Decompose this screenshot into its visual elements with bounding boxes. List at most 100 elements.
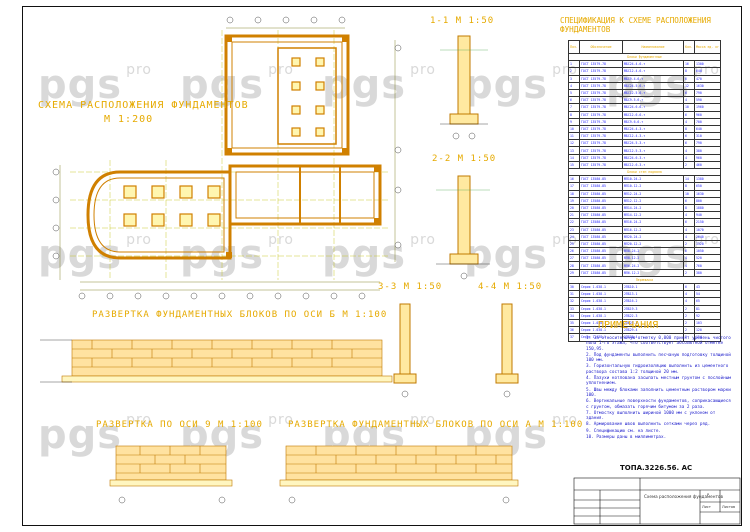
section-1-1-title: 1-1 М 1:50 — [430, 16, 495, 26]
spec-cell: 6 — [683, 247, 695, 256]
spec-cell: ГОСТ 13579-78 — [579, 88, 623, 98]
development-axis-a-title: РАЗВЕРТКА ФУНДАМЕНТНЫХ БЛОКОВ ПО ОСИ А М… — [288, 420, 584, 430]
spec-cell: 2 — [683, 160, 695, 170]
spec-cell: 22 — [568, 218, 580, 227]
development-axis-9 — [109, 445, 233, 504]
spec-cell: 1380 — [693, 175, 722, 184]
sheet-frame — [22, 6, 742, 526]
spec-cell: 29 — [568, 268, 580, 277]
spec-cell: 2 — [683, 304, 695, 313]
spec-cell: 28 — [568, 261, 580, 270]
spec-cell: 640 — [693, 67, 722, 76]
spec-cell: 310 — [693, 132, 722, 141]
development-axis-a — [279, 445, 519, 504]
spec-cell: ГОСТ 13579-78 — [579, 132, 623, 141]
note-item: 8. Армирование швов выполнить сетками че… — [586, 422, 711, 428]
spec-cell: 700 — [693, 117, 722, 126]
spec-group-label: Перемычки — [567, 275, 722, 285]
spec-cell: 18 — [568, 189, 580, 198]
spec-cell: 4 — [568, 81, 580, 90]
spec-cell: ГОСТ 13580-85 — [579, 232, 623, 241]
spec-cell: 7 — [568, 103, 580, 112]
spec-cell: 92 — [693, 311, 722, 320]
drawing-title: Схема расположения фундаментов — [644, 494, 723, 499]
spec-cell: 4 — [683, 146, 695, 155]
spec-cell: 25 — [568, 239, 580, 249]
spec-cell: 24 — [568, 232, 580, 241]
spec-cell: ФБС24.6.6-т — [622, 103, 684, 112]
spec-header: Поз. — [568, 40, 580, 54]
spec-cell: 800 — [693, 196, 722, 205]
spec-cell: ФБС24.4.3-т — [622, 124, 684, 134]
spec-cell: 1070 — [693, 225, 722, 234]
spec-cell: ГОСТ 13579-78 — [579, 110, 623, 119]
spec-cell: 19 — [568, 196, 580, 205]
spec-cell: 6 — [683, 74, 695, 83]
spec-cell: 2640 — [693, 232, 722, 241]
spec-group-row: Перемычки — [567, 275, 722, 285]
spec-group-label: Блоки фундаментные — [567, 52, 722, 62]
title-block — [573, 477, 741, 525]
spec-cell: 12 — [568, 139, 580, 148]
spec-cell: 13 — [568, 146, 580, 155]
spec-cell: 10 — [568, 124, 580, 134]
spec-cell: 17 — [568, 182, 580, 191]
spec-cell: ФБС12.6.6-т — [622, 110, 684, 119]
spec-cell: 16 — [568, 175, 580, 184]
spec-cell: ГОСТ 13580-85 — [579, 203, 623, 213]
spec-cell: 9 — [568, 117, 580, 126]
spec-cell: 940 — [693, 211, 722, 220]
spec-cell: ГОСТ 13579-78 — [579, 96, 623, 105]
spec-cell: 4 — [683, 153, 695, 162]
spec-cell: 790 — [693, 139, 722, 148]
section-4-4 — [495, 303, 519, 398]
spec-cell: 37 — [568, 333, 580, 342]
spec-cell: ГОСТ 13579-78 — [579, 139, 623, 148]
spec-cell: 120 — [693, 326, 722, 335]
spec-cell: ФБС9.4.6-т — [622, 74, 684, 83]
spec-cell: 34 — [568, 311, 580, 320]
spec-cell: 4 — [683, 96, 695, 105]
spec-cell: 23 — [568, 225, 580, 234]
spec-cell: 4 — [683, 297, 695, 306]
spec-cell: 4 — [683, 261, 695, 270]
sheet-label: Лист — [702, 505, 711, 509]
spec-cell: Серия 1.038.1 — [579, 290, 623, 299]
spec-cell: ФЛ6.12-2 — [622, 268, 684, 277]
note-item: 10. Размеры даны в миллиметрах. — [586, 435, 667, 441]
spec-cell: 2 — [683, 239, 695, 249]
spec-cell: 1320 — [693, 239, 722, 249]
spec-cell: 4 — [683, 232, 695, 241]
spec-cell: ГОСТ 13579-78 — [579, 81, 623, 90]
spec-cell: ГОСТ 13580-85 — [579, 239, 623, 249]
spec-cell: ФЛ16.24-2 — [622, 218, 684, 227]
spec-cell: ГОСТ 13580-85 — [579, 182, 623, 191]
note-item: 4. Пазухи котлована засыпать местным гру… — [586, 376, 731, 387]
spec-cell: 4 — [683, 117, 695, 126]
spec-cell: 5 — [568, 88, 580, 98]
spec-cell: 54 — [693, 290, 722, 299]
spec-cell: ГОСТ 13579-78 — [579, 103, 623, 112]
spec-cell: ГОСТ 13579-78 — [579, 146, 623, 155]
spec-cell: ГОСТ 13579-78 — [579, 124, 623, 134]
note-item: 3. Горизонтальную гидроизоляцию выполнит… — [586, 364, 729, 375]
spec-cell: 30 — [568, 282, 580, 292]
spec-cell: ФБС12.4.3-т — [622, 132, 684, 141]
spec-cell: ГОСТ 13580-85 — [579, 218, 623, 227]
spec-cell: ФЛ12.24-2 — [622, 189, 684, 198]
spec-group-row: Блоки стен подвала — [567, 167, 722, 177]
